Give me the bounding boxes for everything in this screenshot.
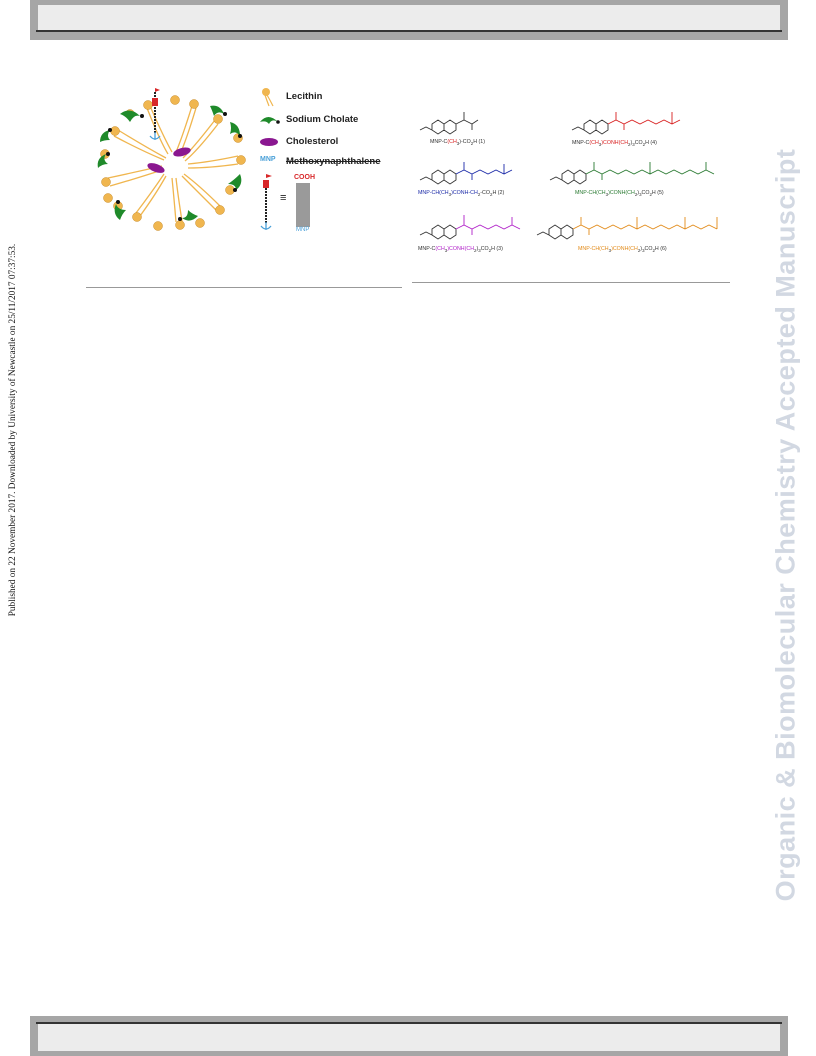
legend-lecithin-label: Lecithin (286, 91, 323, 102)
lecithin-icon (262, 88, 274, 107)
header-band (30, 0, 788, 40)
caption-compound-5: MNP-CH(CH3)CONH(CH2)3CO2H (5) (575, 190, 664, 198)
structure-1 (419, 112, 479, 135)
caption-compound-1: MNP-C(CH3)-CO2H (1) (430, 139, 485, 147)
lecithin-tails (107, 105, 239, 223)
structure-3 (419, 215, 521, 240)
mnp-abbreviation: MNP (260, 156, 276, 163)
equivalence-sign: ≡ (280, 192, 287, 204)
probe-construct-icon (260, 174, 310, 230)
header-rule (36, 30, 782, 32)
cholesterol-molecules (147, 147, 191, 173)
mnp-bottom-label: MNP (296, 227, 310, 233)
caption-compound-6: MNP-CH(CH3)CONH(CH2)3CO2H (6) (578, 246, 667, 254)
download-notice: Published on 22 November 2017. Downloade… (8, 243, 18, 617)
right-figure-separator (412, 282, 730, 283)
footer-band-inner (38, 1024, 780, 1051)
lecithin-heads (100, 95, 246, 231)
sodium-cholate-charges (106, 112, 242, 221)
legend-methoxynaphthalene-label: Methoxynaphthalene (286, 156, 381, 167)
footer-band (30, 1016, 788, 1056)
micelle-diagram (97, 88, 246, 231)
structure-6 (536, 217, 718, 240)
caption-compound-4: MNP-C(CH3)CONH(CH2)3CO2H (4) (572, 140, 657, 148)
legend-sodium-cholate-label: Sodium Cholate (286, 114, 359, 125)
footer-rule (36, 1022, 782, 1024)
accepted-manuscript-watermark: Organic & Biomolecular Chemistry Accepte… (770, 148, 801, 902)
probe-construct (149, 88, 161, 140)
caption-compound-3: MNP-C(CH3)CONH(CH2)3CO2H (3) (418, 246, 503, 254)
legend-cholesterol-label: Cholesterol (286, 136, 339, 147)
cholesterol-icon (260, 138, 278, 146)
left-figure-separator (86, 287, 402, 288)
legend-probe-construct: ≡ COOH MNP (258, 172, 338, 236)
sodium-cholate-icon (260, 117, 280, 124)
legend-cholesterol: Cholesterol (258, 132, 338, 152)
legend-sodium-cholate: Sodium Cholate (258, 110, 358, 130)
caption-compound-2: MNP-CH(CH3)CONH-CH2-CO2H (2) (418, 190, 505, 198)
structure-5 (549, 162, 715, 185)
legend-lecithin: Lecithin (258, 87, 322, 107)
sodium-cholate-molecules (97, 105, 242, 221)
structure-4 (571, 112, 681, 135)
cooh-label: COOH (294, 174, 315, 181)
structure-2 (419, 162, 513, 185)
header-band-inner (38, 5, 780, 32)
